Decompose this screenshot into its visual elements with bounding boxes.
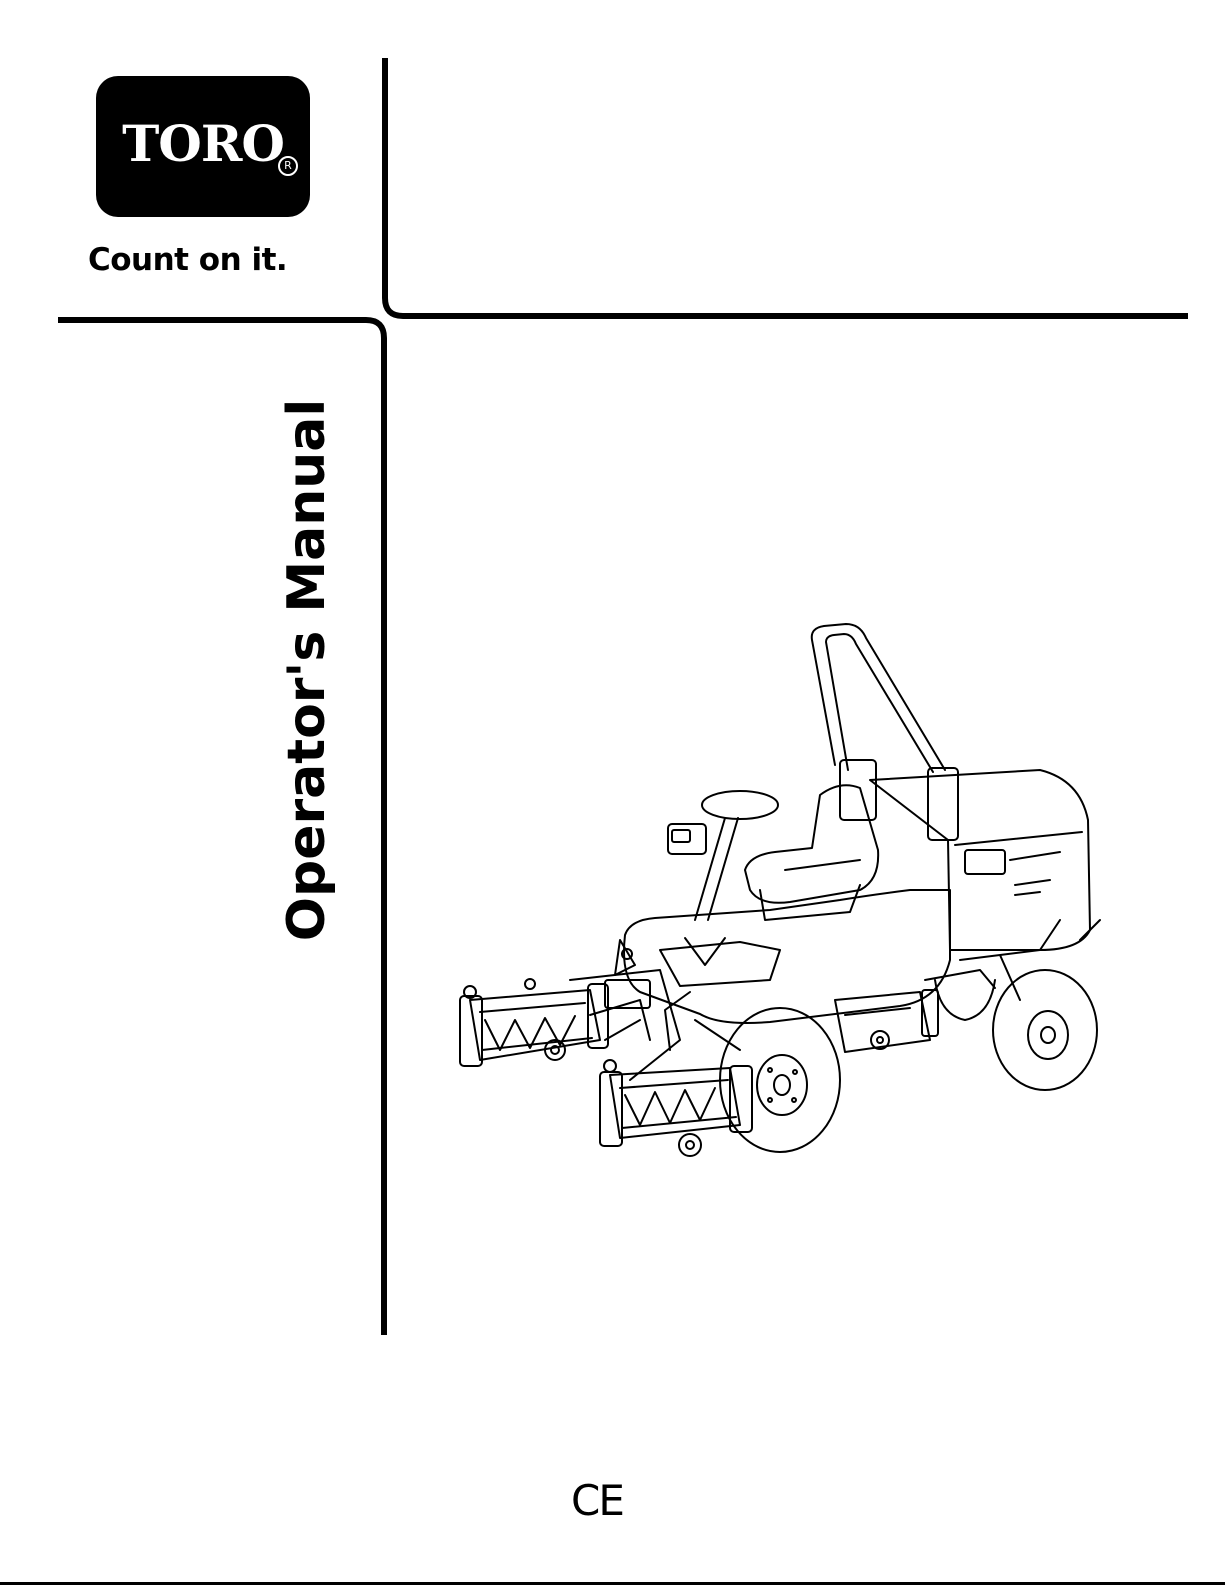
document-title: Operator's Manual: [267, 390, 347, 950]
ce-mark: CE: [571, 1476, 631, 1525]
mower-illustration: [440, 620, 1120, 1180]
header-divider-right: [385, 58, 1188, 316]
